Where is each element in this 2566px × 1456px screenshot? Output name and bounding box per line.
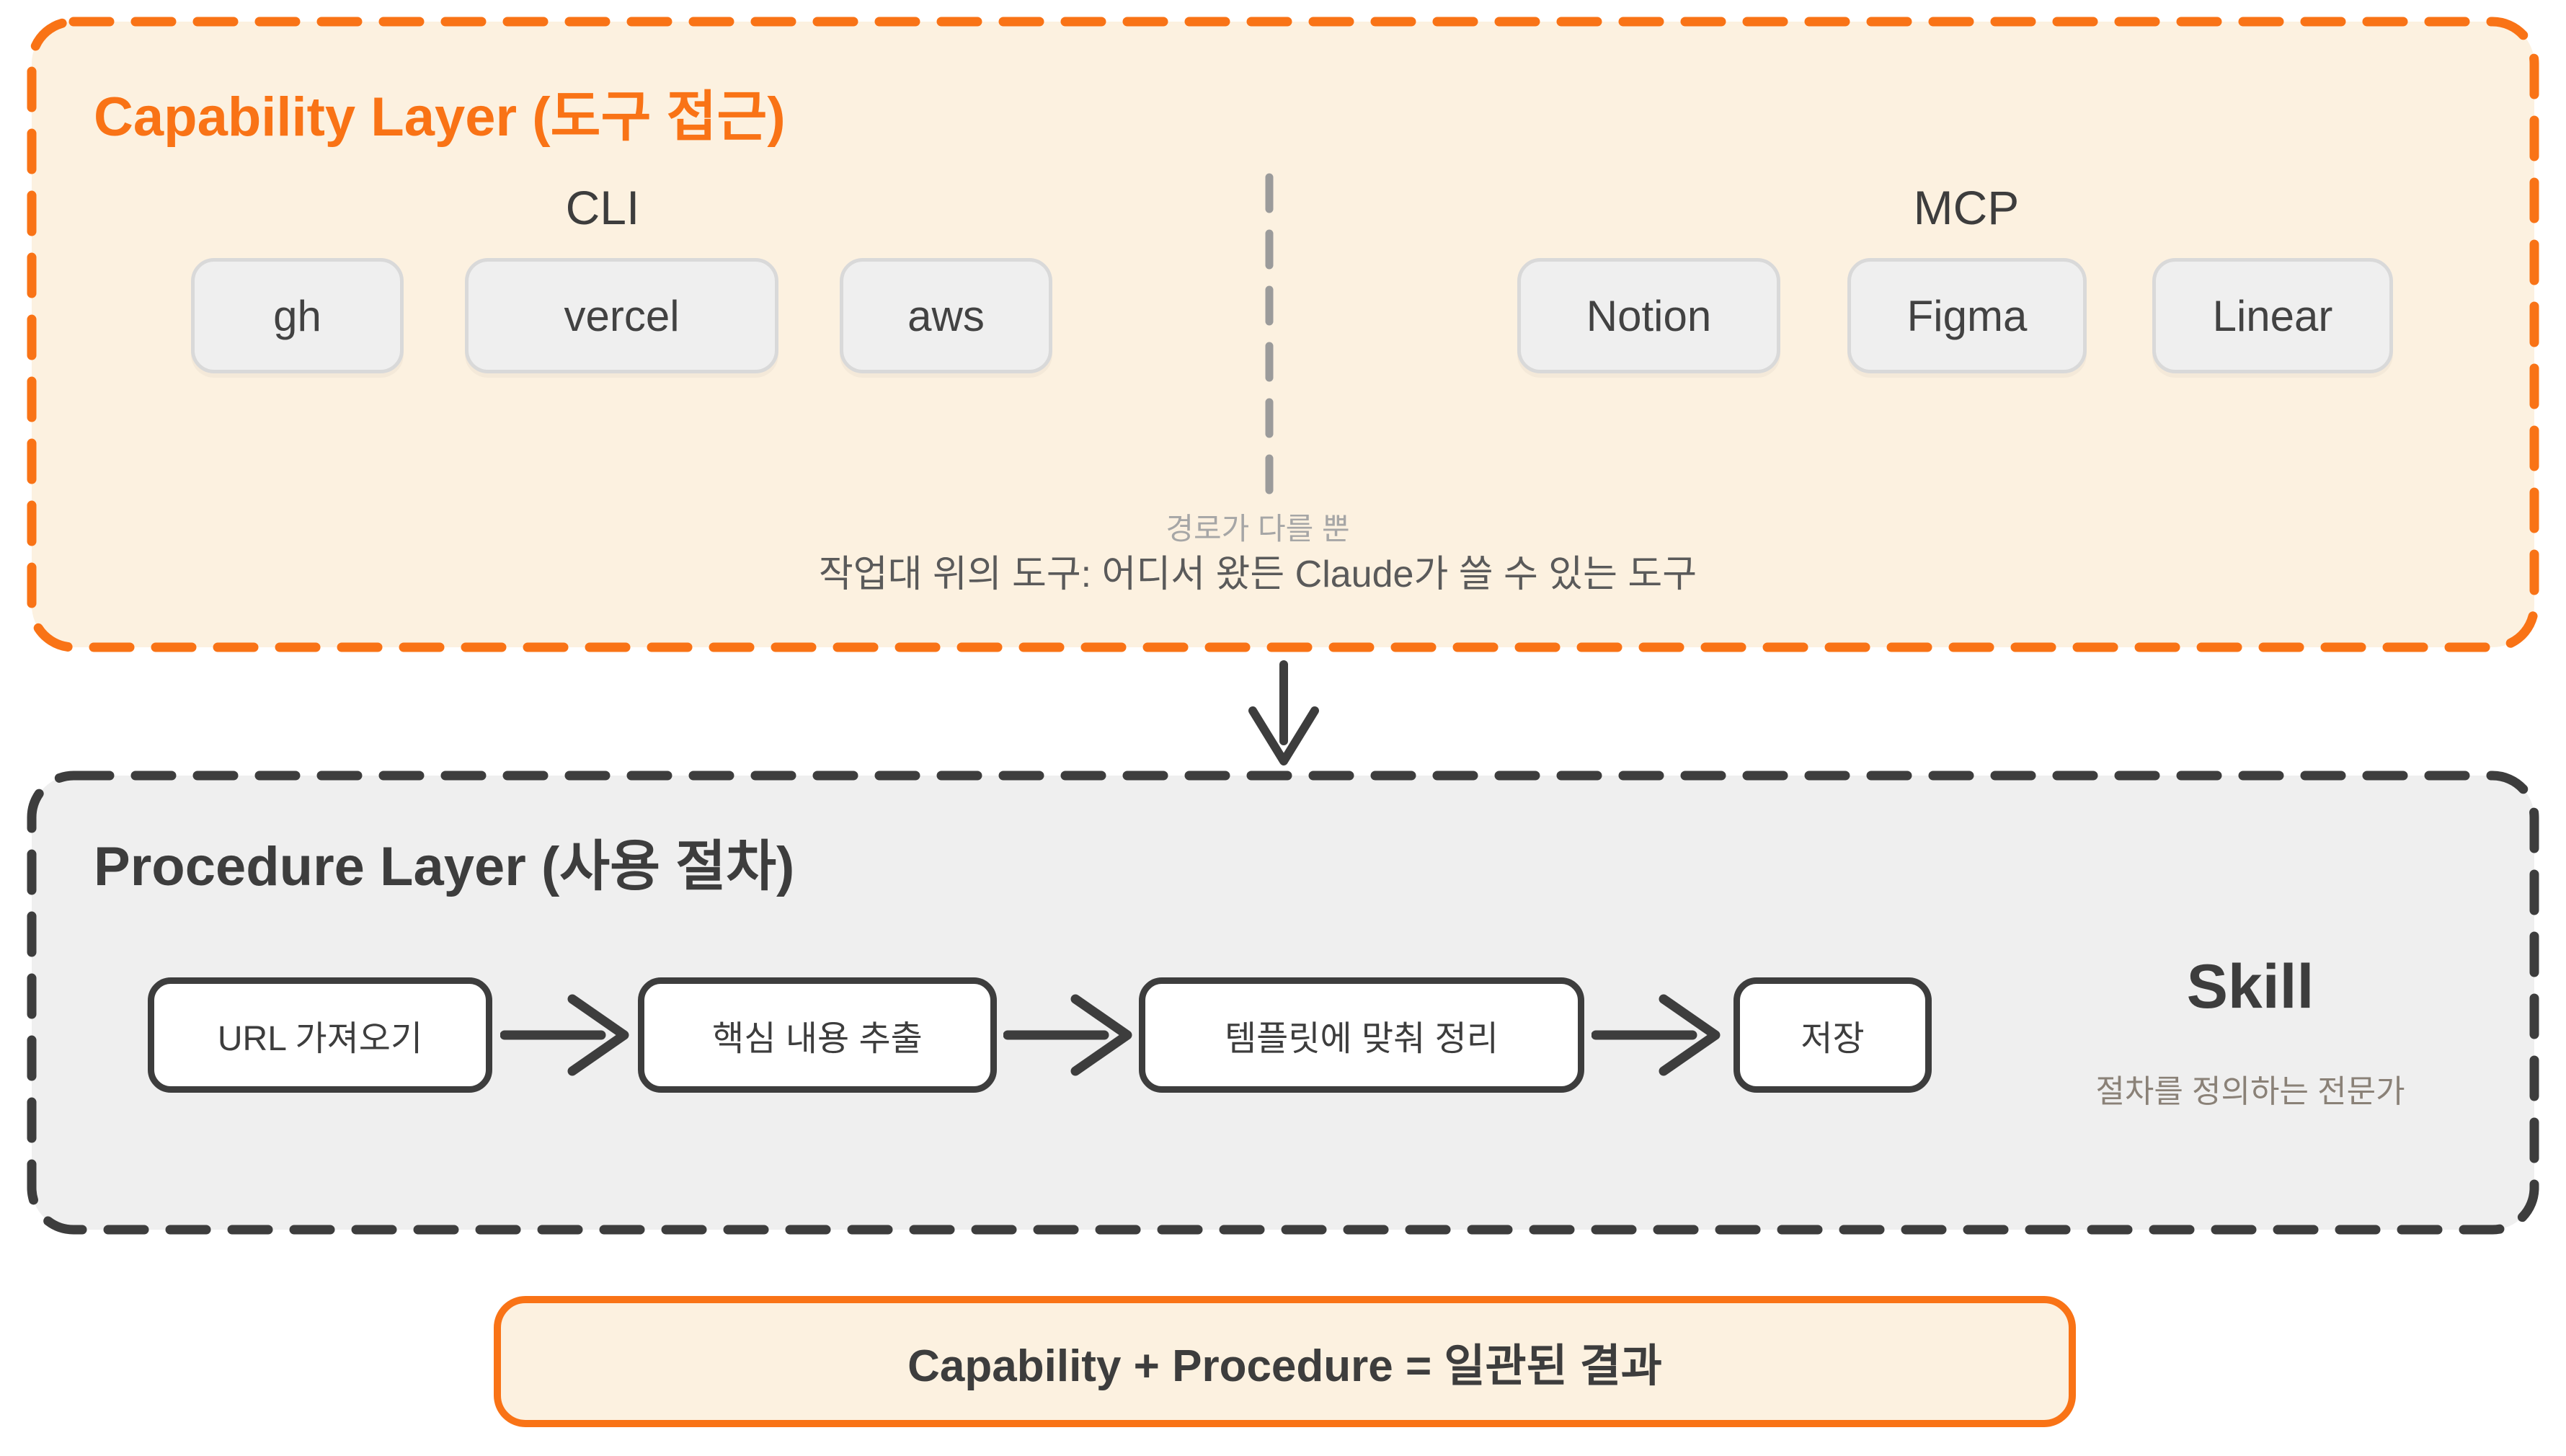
flow-step-2-label: 핵심 내용 추출: [712, 1020, 923, 1058]
flow-step-2: 핵심 내용 추출: [638, 977, 997, 1093]
summary-text: Capability + Procedure = 일관된 결과: [907, 1341, 1662, 1391]
capability-layer-border: [27, 17, 2539, 652]
flow-arrow-icon: [1591, 994, 1721, 1076]
summary-box: Capability + Procedure = 일관된 결과: [494, 1296, 2076, 1427]
mcp-chip-figma: Figma: [1847, 258, 2087, 373]
flow-step-4: 저장: [1733, 977, 1932, 1093]
cli-chip-aws-label: aws: [907, 291, 985, 340]
capability-layer: Capability Layer (도구 접근) CLI gh vercel a…: [26, 16, 2540, 653]
down-arrow-icon: [1248, 660, 1319, 765]
cli-chip-vercel-label: vercel: [564, 291, 680, 340]
capability-caption-line2: 작업대 위의 도구: 어디서 왔든 Claude가 쓸 수 있는 도구: [818, 554, 1697, 595]
flow-step-1-label: URL 가져오기: [217, 1020, 423, 1058]
cli-chip-gh-label: gh: [273, 291, 321, 340]
flow-arrow-icon: [500, 994, 629, 1076]
cli-chip-gh: gh: [191, 258, 404, 373]
divider-dashed-line: [1265, 173, 1274, 509]
mcp-chip-notion-label: Notion: [1586, 291, 1712, 340]
procedure-layer-title: Procedure Layer (사용 절차): [94, 836, 795, 897]
cli-chip-vercel: vercel: [465, 258, 778, 373]
capability-caption-line1: 경로가 다를 뿐: [1166, 512, 1350, 546]
mcp-chip-linear-label: Linear: [2212, 291, 2333, 340]
flow-step-3: 템플릿에 맞춰 정리: [1139, 977, 1584, 1093]
skill-caption: 절차를 정의하는 전문가: [2095, 1074, 2405, 1109]
mcp-heading: MCP: [1913, 181, 2020, 234]
flow-step-3-label: 템플릿에 맞춰 정리: [1225, 1020, 1499, 1058]
mcp-chip-linear: Linear: [2152, 258, 2393, 373]
procedure-layer: Procedure Layer (사용 절차) URL 가져오기 핵심 내용 추…: [26, 770, 2540, 1235]
cli-heading: CLI: [565, 181, 640, 234]
flow-arrow-icon: [1003, 994, 1132, 1076]
flow-step-4-label: 저장: [1801, 1020, 1865, 1058]
skill-label: Skill: [2186, 952, 2314, 1021]
capability-layer-title: Capability Layer (도구 접근): [94, 86, 786, 148]
mcp-chip-notion: Notion: [1517, 258, 1780, 373]
mcp-chip-figma-label: Figma: [1906, 291, 2028, 340]
cli-chip-aws: aws: [840, 258, 1052, 373]
flow-step-1: URL 가져오기: [148, 977, 492, 1093]
